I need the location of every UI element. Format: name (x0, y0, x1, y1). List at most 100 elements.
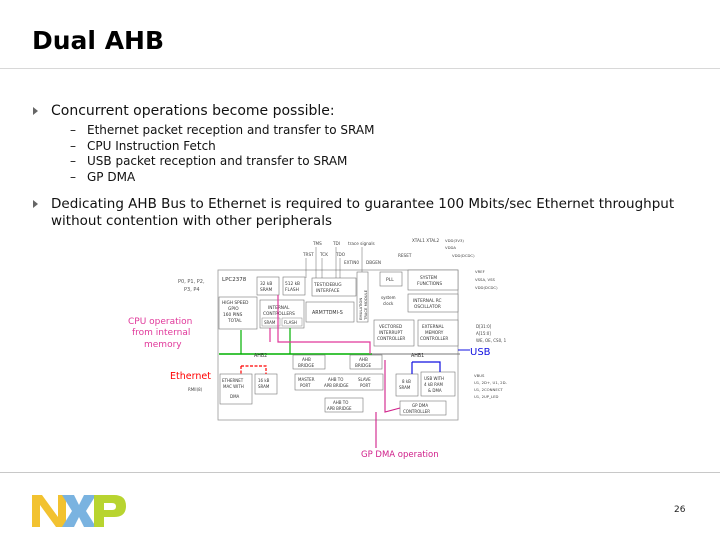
sram32-block (256, 276, 280, 296)
svg-text:EXTERNAL: EXTERNAL (422, 324, 445, 329)
svg-text:INTERRUPT: INTERRUPT (379, 330, 403, 335)
nxp-logo-icon (32, 495, 126, 527)
svg-text:PORT: PORT (360, 383, 371, 388)
svg-text:XTAL1 XTAL2: XTAL1 XTAL2 (412, 238, 439, 243)
cpu-callout: CPU operation (128, 317, 192, 327)
svg-text:VDD(DCDC): VDD(DCDC) (475, 285, 498, 290)
svg-text:PLL: PLL (386, 277, 394, 283)
svg-text:AHB: AHB (359, 357, 368, 362)
svg-text:AHB: AHB (302, 357, 311, 362)
svg-text:8 kB: 8 kB (402, 379, 411, 384)
svg-text:TRACE MODULE: TRACE MODULE (363, 289, 368, 321)
svg-text:VSSA, VSS: VSSA, VSS (475, 277, 496, 282)
sub-bullet: –Ethernet packet reception and transfer … (70, 123, 375, 137)
bullet-arrow-icon (33, 107, 38, 115)
svg-text:TOTAL: TOTAL (227, 318, 242, 324)
svg-text:system: system (381, 295, 396, 300)
emc-block (417, 319, 459, 347)
svg-text:CONTROLLER: CONTROLLER (403, 409, 430, 414)
page-number: 26 (674, 505, 686, 515)
svg-text:U1, 2CONNECT: U1, 2CONNECT (474, 387, 503, 392)
svg-text:WE, OE, CS0, 1: WE, OE, CS0, 1 (476, 338, 507, 343)
flash512-block (282, 276, 306, 296)
ahb-bridge-1 (292, 354, 326, 370)
svg-text:P3, P4: P3, P4 (184, 287, 200, 293)
svg-text:INTERNAL RC: INTERNAL RC (413, 298, 442, 304)
apb-bridge-block (324, 397, 364, 413)
svg-text:USB WITH: USB WITH (424, 376, 444, 381)
svg-text:RMII(8): RMII(8) (188, 387, 203, 392)
svg-text:SLAVE: SLAVE (358, 377, 371, 382)
svg-text:RESET: RESET (398, 253, 412, 258)
ahb-bridge-2 (349, 354, 383, 370)
svg-text:ETHERNET: ETHERNET (222, 378, 244, 383)
svg-text:GP DMA: GP DMA (412, 403, 428, 408)
svg-text:APB BRIDGE: APB BRIDGE (324, 383, 349, 388)
svg-text:VREF: VREF (475, 269, 485, 274)
svg-text:memory: memory (144, 340, 182, 350)
footer-divider (0, 472, 720, 473)
svg-text:AHB TO: AHB TO (328, 377, 343, 382)
svg-text:SRAM: SRAM (260, 287, 272, 293)
svg-text:from internal: from internal (132, 328, 190, 338)
svg-text:D[31:0]: D[31:0] (476, 324, 492, 329)
test-debug-block (311, 277, 357, 297)
svg-text:& DMA: & DMA (428, 388, 442, 393)
svg-text:SRAM: SRAM (399, 385, 411, 390)
svg-text:CONTROLLERS: CONTROLLERS (263, 311, 295, 317)
svg-text:CONTROLLER: CONTROLLER (377, 336, 405, 341)
svg-text:TMS: TMS (312, 241, 322, 246)
svg-text:TDI: TDI (332, 241, 340, 246)
svg-text:INTERNAL: INTERNAL (268, 305, 290, 311)
svg-text:DMA: DMA (230, 394, 240, 399)
svg-text:SRAM: SRAM (264, 320, 276, 325)
bullet-2-text: Dedicating AHB Bus to Ethernet is requir… (51, 196, 675, 229)
title-divider (0, 68, 720, 69)
svg-text:CONTROLLER: CONTROLLER (420, 336, 448, 341)
svg-text:32 kB: 32 kB (260, 281, 272, 287)
arm-block (305, 301, 355, 323)
svg-text:FLASH: FLASH (285, 287, 299, 293)
svg-text:EMULATION: EMULATION (358, 298, 363, 320)
usb-device-block (420, 371, 456, 397)
sub-bullet: –CPU Instruction Fetch (70, 138, 216, 153)
sub-bullet: –GP DMA (70, 170, 136, 185)
gpdma-callout: GP DMA operation (361, 450, 439, 460)
svg-text:VDDA: VDDA (445, 245, 456, 250)
svg-text:FLASH: FLASH (284, 320, 297, 325)
sub-bullet: –USB packet reception and transfer to SR… (70, 154, 348, 169)
svg-text:TDO: TDO (335, 252, 346, 257)
svg-text:HIGH SPEED: HIGH SPEED (222, 300, 249, 306)
svg-text:FUNCTIONS: FUNCTIONS (417, 281, 442, 287)
rc-oscillator-block (407, 293, 459, 313)
svg-text:4 kB RAM: 4 kB RAM (424, 382, 444, 387)
vic-block (373, 319, 415, 347)
svg-text:ARM7TDMI-S: ARM7TDMI-S (312, 310, 343, 316)
svg-text:VBUS: VBUS (474, 373, 485, 378)
svg-text:AHB1: AHB1 (411, 353, 424, 359)
svg-text:16 kB: 16 kB (258, 378, 270, 383)
svg-text:SRAM: SRAM (258, 384, 270, 389)
svg-text:INTERFACE: INTERFACE (316, 288, 340, 294)
svg-text:SYSTEM: SYSTEM (420, 275, 437, 281)
svg-text:TCK: TCK (319, 252, 328, 257)
svg-text:APB BRIDGE: APB BRIDGE (327, 406, 352, 411)
svg-text:PORT: PORT (300, 383, 311, 388)
svg-text:512 kB: 512 kB (285, 281, 300, 287)
svg-text:GPIO: GPIO (228, 306, 239, 312)
svg-text:OSCILLATOR: OSCILLATOR (414, 304, 441, 310)
svg-text:MASTER: MASTER (298, 377, 315, 382)
svg-text:BRIDGE: BRIDGE (355, 363, 371, 368)
bullet-1-text: Concurrent operations become possible: (51, 103, 335, 119)
svg-text:trace signals: trace signals (348, 241, 375, 246)
svg-text:clock: clock (383, 301, 394, 306)
pll-block (379, 271, 403, 287)
svg-text:A[15:0]: A[15:0] (476, 331, 491, 336)
svg-text:BRIDGE: BRIDGE (298, 363, 314, 368)
slide-title: Dual AHB (32, 26, 165, 55)
svg-text:MAC WITH: MAC WITH (223, 384, 244, 389)
svg-text:U1, 2D+, U1, 2D-: U1, 2D+, U1, 2D- (474, 380, 507, 385)
sub-bullet-list: –Ethernet packet reception and transfer … (70, 123, 374, 186)
svg-text:VDD(3V3): VDD(3V3) (445, 238, 464, 243)
